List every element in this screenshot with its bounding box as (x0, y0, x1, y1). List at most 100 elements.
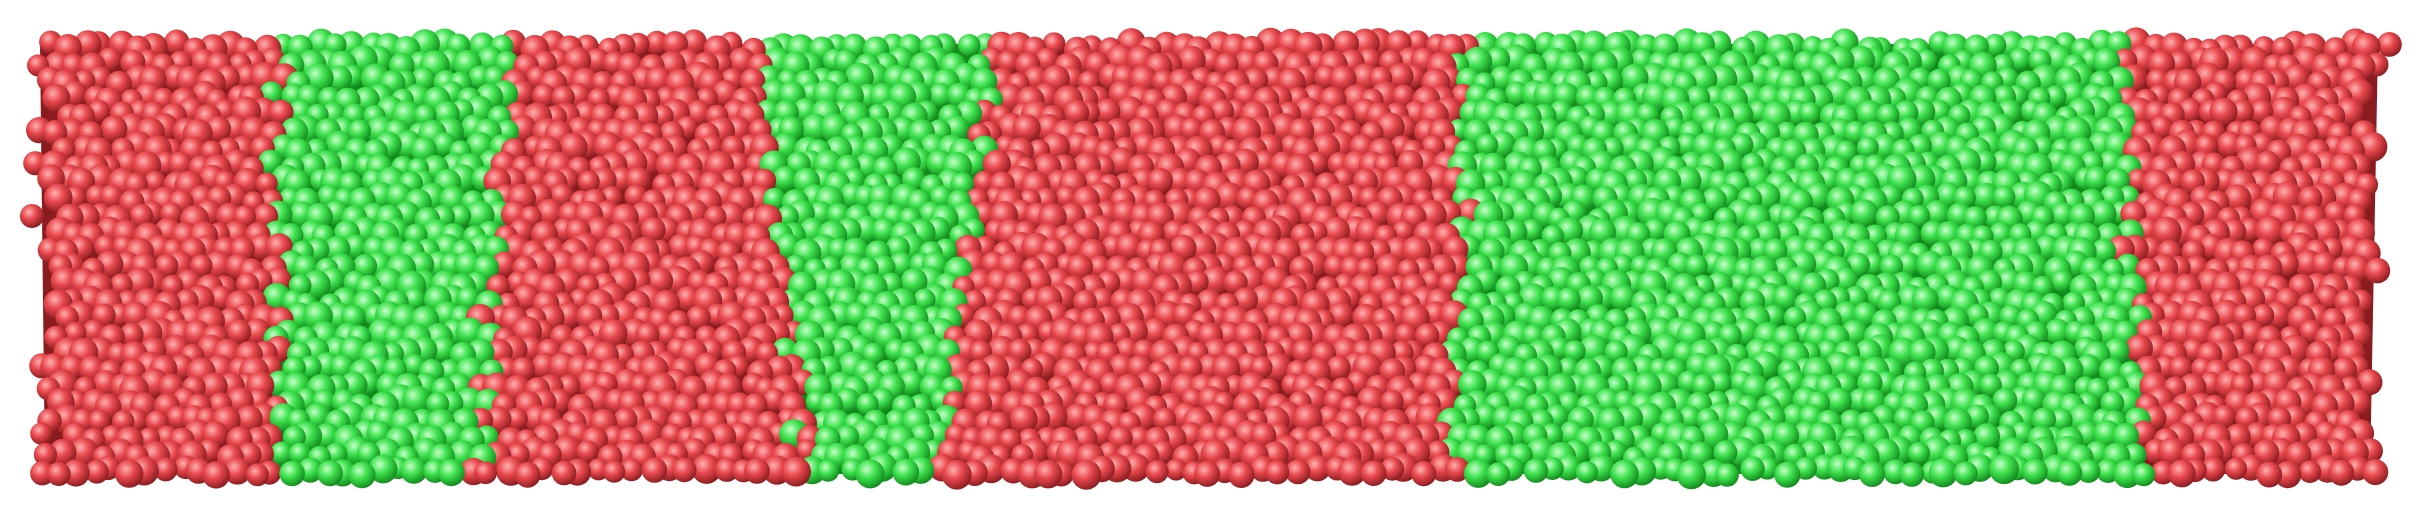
red-particle (514, 461, 541, 488)
red-particle (2251, 304, 2275, 327)
red-particle (532, 83, 556, 108)
green-particle (1684, 254, 1708, 278)
green-particle (2031, 275, 2054, 298)
red-particle (1329, 65, 1357, 93)
red-particle (2271, 36, 2294, 60)
green-particle (348, 461, 376, 489)
green-particle (1825, 387, 1852, 414)
red-particle (691, 453, 722, 484)
red-particle (672, 457, 697, 483)
red-particle (1326, 355, 1351, 380)
red-particle (2212, 405, 2236, 429)
green-particle (2022, 458, 2048, 485)
red-particle (2151, 216, 2182, 247)
red-particle (2168, 356, 2193, 380)
red-particle (226, 319, 252, 345)
green-particle (1774, 461, 1801, 488)
red-particle (1392, 84, 1415, 108)
red-particle (2328, 459, 2355, 486)
red-particle (1066, 254, 1093, 281)
green-particle (348, 119, 371, 143)
green-particle (855, 459, 885, 489)
red-particle (2314, 284, 2340, 310)
red-particle (2201, 457, 2226, 482)
green-particle (1992, 387, 2018, 413)
green-particle (772, 166, 798, 191)
red-particle (551, 460, 577, 486)
red-particle (246, 463, 269, 487)
green-particle (1983, 33, 2007, 57)
red-particle (996, 50, 1020, 74)
red-particle (641, 457, 668, 483)
red-particle (1194, 460, 1221, 487)
red-particle (714, 457, 739, 482)
red-particle (99, 184, 124, 209)
green-particle (1563, 340, 1586, 363)
red-particle (640, 217, 666, 243)
green-particle (1908, 205, 1931, 228)
green-particle (1772, 285, 1798, 311)
red-particle (1071, 460, 1102, 490)
red-particle (620, 458, 643, 482)
red-particle (2223, 184, 2252, 213)
green-particle (2056, 460, 2083, 486)
green-particle (1856, 136, 1879, 159)
red-particle (153, 457, 178, 482)
green-particle (1610, 459, 1639, 489)
green-particle (2091, 238, 2117, 264)
green-particle (2031, 407, 2056, 432)
red-particle (1291, 339, 1317, 364)
red-particle (2331, 356, 2357, 383)
red-particle (2311, 251, 2337, 277)
red-particle (1304, 455, 1331, 482)
red-particle (2285, 441, 2312, 468)
green-particle (1907, 441, 1931, 465)
red-particle (1265, 460, 1290, 485)
red-particle (982, 149, 1011, 178)
red-particle (46, 462, 71, 486)
red-particle (613, 407, 638, 432)
green-particle (2050, 408, 2073, 432)
green-particle (913, 288, 936, 311)
green-particle (2112, 423, 2140, 450)
red-particle (686, 305, 711, 331)
red-particle (1285, 459, 1311, 485)
green-particle (871, 217, 897, 243)
red-particle (49, 438, 77, 466)
green-particle (437, 459, 465, 487)
green-particle (856, 393, 879, 416)
red-particle (662, 31, 688, 57)
green-particle (2044, 85, 2067, 108)
green-particle (817, 459, 840, 482)
red-particle (474, 461, 497, 485)
red-particle (2230, 99, 2255, 124)
red-particle (2344, 254, 2372, 282)
green-particle (1691, 374, 1715, 397)
red-particle (2274, 461, 2302, 489)
green-particle (1972, 182, 2000, 211)
green-particle (1911, 286, 1939, 314)
red-particle (2362, 459, 2389, 486)
green-particle (2076, 459, 2101, 483)
red-particle (88, 409, 111, 432)
red-particle (33, 442, 58, 467)
green-particle (1709, 371, 1732, 394)
green-particle (1741, 374, 1769, 402)
red-particle (1165, 458, 1188, 481)
red-particle (577, 170, 600, 193)
red-particle (255, 172, 278, 195)
green-particle (1475, 133, 1499, 157)
green-particle (449, 204, 472, 227)
green-particle (2050, 202, 2076, 227)
green-particle (1676, 459, 1707, 490)
green-particle (2084, 166, 2109, 192)
green-particle (1899, 462, 1925, 487)
red-particle (164, 29, 190, 55)
red-particle (2297, 186, 2323, 211)
green-particle (1678, 405, 1702, 430)
red-particle (1415, 323, 1440, 348)
red-particle (2224, 457, 2248, 480)
green-particle (1715, 463, 1739, 487)
green-particle (279, 460, 305, 487)
red-particle (204, 250, 233, 280)
